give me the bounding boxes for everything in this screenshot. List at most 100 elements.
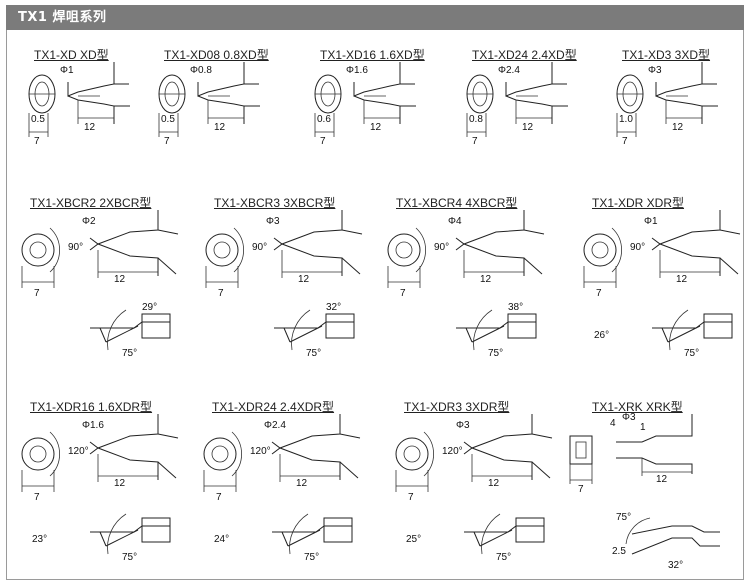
diameter-label: Φ2.4 [264, 420, 286, 431]
front-inner [403, 445, 421, 463]
tip-angle-label: 90° [68, 242, 83, 253]
outline [463, 414, 533, 449]
top-angle-label: 29° [142, 302, 157, 313]
body-line [157, 433, 179, 439]
tip-model-label: TX1-XBCR2 2XBCR型 [30, 196, 152, 210]
angle-arc [415, 227, 426, 273]
body-line [719, 229, 741, 235]
angle-arc [49, 431, 60, 477]
outline [652, 321, 732, 329]
length-label: 12 [114, 478, 126, 489]
angle-arc [473, 309, 493, 351]
bottom-angle-label: 75° [306, 348, 321, 359]
face-size-label: 7 [400, 288, 406, 299]
angle-arc [107, 309, 127, 351]
angle-arc [231, 431, 242, 477]
outline [99, 531, 107, 547]
bottom-angle-label: 75° [496, 552, 511, 563]
diameter-label: Φ4 [448, 216, 462, 227]
diameter-label: Φ3 [648, 65, 662, 76]
outline [274, 321, 354, 329]
top-angle-label: 32° [326, 302, 341, 313]
body-line [157, 229, 179, 235]
outline [465, 327, 473, 343]
tip-angle-label: 120° [442, 446, 463, 457]
length-label: 12 [370, 122, 382, 133]
outline [281, 531, 289, 547]
body-line [341, 257, 361, 275]
outline [272, 525, 352, 533]
outline [89, 243, 159, 276]
diameter-label: Φ1.6 [82, 420, 104, 431]
outline [473, 531, 481, 547]
front-inner [395, 241, 413, 259]
face-size-label: 7 [320, 136, 326, 147]
tip-angle-label: 120° [250, 446, 271, 457]
outline [463, 447, 533, 480]
front-view [387, 233, 421, 267]
outline [99, 327, 107, 343]
front-inner [29, 445, 47, 463]
outline [105, 529, 139, 547]
tip-model-label: TX1-XD16 1.6XD型 [320, 48, 425, 62]
face-size-label: 7 [408, 492, 414, 503]
front-view [203, 437, 237, 471]
top-angle-label: 75° [616, 512, 631, 523]
face-size-label: 7 [472, 136, 478, 147]
outline [89, 210, 159, 245]
outline [89, 414, 159, 449]
bottom-angle-label: 75° [304, 552, 319, 563]
tip-width-label: 0.5 [31, 114, 45, 125]
outline [505, 62, 553, 97]
outline [67, 95, 115, 124]
outline [631, 537, 720, 555]
tip-width-label: 0.6 [317, 114, 331, 125]
tip-model-label: TX1-XD24 2.4XD型 [472, 48, 577, 62]
angle-arc [289, 513, 309, 555]
body-block [703, 313, 733, 339]
outline [90, 525, 170, 533]
front-view [21, 233, 55, 267]
outline [105, 325, 139, 343]
outline [89, 447, 159, 480]
tip-model-label: TX1-XD3 3XD型 [622, 48, 711, 62]
front-view [395, 437, 429, 471]
diameter-label: Φ3 [266, 216, 280, 227]
section-title-bar: TX1 焊咀系列 [6, 5, 744, 30]
body-line [523, 229, 545, 235]
outline [455, 210, 525, 245]
tip-model-label: TX1-XBCR4 4XBCR型 [396, 196, 518, 210]
tip-angle-label: 90° [630, 242, 645, 253]
angle-arc [481, 513, 501, 555]
tip-model-label: TX1-XD XD型 [34, 48, 109, 62]
front-inner [29, 241, 47, 259]
body-block [141, 313, 171, 339]
face-size-label: 7 [578, 484, 584, 495]
outline [651, 210, 721, 245]
body-line [719, 257, 739, 275]
body-line [531, 461, 551, 479]
length-label: 12 [672, 122, 684, 133]
length-label: 12 [522, 122, 534, 133]
outline [353, 95, 401, 124]
tip-model-label: TX1-XRK XRK型 [592, 400, 683, 414]
angle-arc [669, 309, 689, 351]
front-inner [213, 241, 231, 259]
bottom-angle-label: 75° [122, 552, 137, 563]
body-line [523, 257, 543, 275]
length-label: 12 [296, 478, 308, 489]
bottom-angle-label: 75° [684, 348, 699, 359]
body-block [141, 517, 171, 543]
length-label: 12 [656, 474, 668, 485]
